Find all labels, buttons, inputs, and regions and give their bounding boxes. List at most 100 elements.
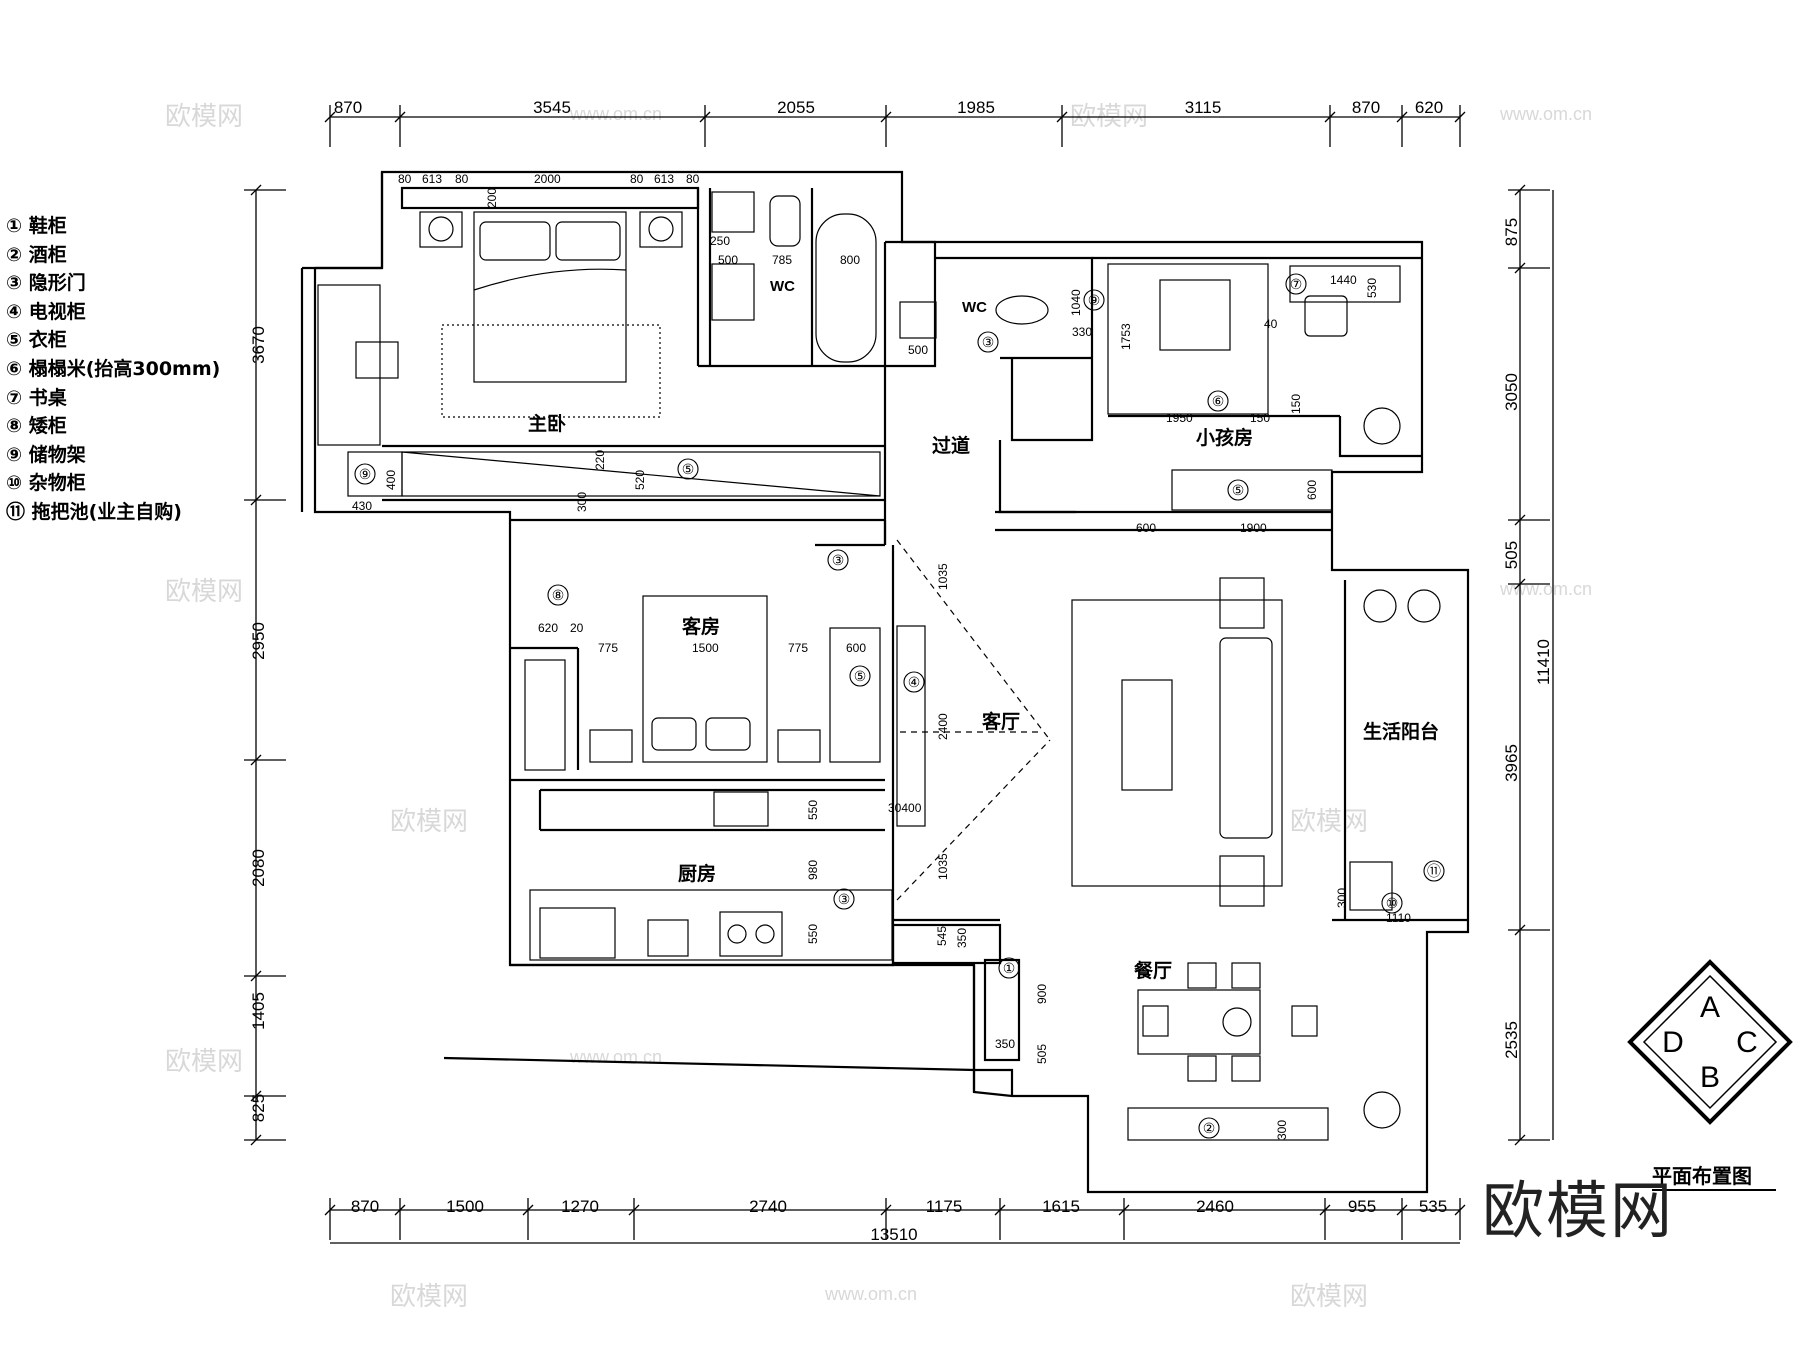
watermark-url: www.om.cn — [1499, 104, 1592, 124]
sink-icon — [899, 301, 937, 339]
tag-utility-cabinet: ⑩ — [1386, 895, 1399, 911]
drawing-caption: 平面布置图 — [1652, 1164, 1752, 1188]
legend-item: ① 鞋柜 — [6, 215, 67, 237]
room-dining: 餐厅 — [1134, 959, 1172, 982]
desk — [1289, 265, 1401, 303]
dim-inner: 500 — [718, 253, 738, 267]
chair-icon — [1231, 962, 1261, 989]
pillow-icon — [555, 221, 621, 261]
dim-inner: 620 — [538, 621, 558, 635]
wardrobe-kids — [1171, 469, 1333, 511]
dim-inner: 350 — [955, 928, 969, 948]
dim-inner: 300 — [575, 492, 589, 512]
room-kitchen: 厨房 — [678, 862, 716, 885]
dim-top: 620 — [1415, 98, 1443, 117]
inner-dimensions: 80 613 80 2000 80 613 80 200 400 220 520… — [352, 172, 1411, 1140]
tag-wine-cabinet: ② — [1203, 1120, 1216, 1136]
storage-rack — [347, 451, 403, 497]
bathtub-icon — [815, 213, 877, 363]
room-wc: WC — [962, 299, 987, 316]
legend-item: ⑧ 矮柜 — [6, 415, 67, 438]
watermark: 欧模网 — [1290, 1282, 1368, 1312]
room-kids: 小孩房 — [1196, 426, 1253, 449]
toy-icon — [1159, 279, 1231, 351]
dim-inner: 613 — [422, 172, 442, 186]
dim-inner: 1440 — [1330, 273, 1357, 287]
dim-inner: 80 — [630, 172, 644, 186]
dim-bottom: 870 — [351, 1197, 379, 1216]
legend-item: ⑪ 拖把池(业主自购) — [6, 500, 182, 523]
rug — [441, 324, 661, 418]
dim-bottom: 2460 — [1196, 1197, 1234, 1216]
dim-inner: 20 — [570, 621, 584, 635]
dim-inner: 150 — [1250, 411, 1270, 425]
top-dimensions: 870 3545 2055 1985 3115 870 620 — [334, 98, 1443, 117]
dim-inner: 2000 — [534, 172, 561, 186]
dim-inner: 1035 — [936, 853, 950, 880]
dim-inner: 250 — [710, 234, 730, 248]
watermark-url: www.om.cn — [824, 1284, 917, 1304]
dim-left: 825 — [249, 1094, 268, 1122]
watermark: 欧模网 — [165, 102, 243, 132]
room-balcony: 生活阳台 — [1363, 720, 1439, 743]
bottom-dimensions: 870 1500 1270 2740 1175 1615 2460 955 53… — [351, 1197, 1447, 1244]
dim-inner: 350 — [995, 1037, 1015, 1051]
legend-item: ⑥ 榻榻米(抬高300mm) — [6, 357, 221, 380]
dim-inner: 900 — [1035, 984, 1049, 1004]
watermark: 欧模网 — [165, 577, 243, 607]
tv-cabinet — [896, 625, 926, 827]
side-table — [1219, 855, 1265, 907]
stove-icon — [719, 911, 783, 957]
dim-inner: 220 — [593, 450, 607, 470]
dim-right-total: 11410 — [1534, 639, 1553, 685]
chair-icon — [1187, 962, 1217, 989]
watermark: 欧模网 — [165, 1047, 243, 1077]
dim-inner: 300 — [1275, 1120, 1289, 1140]
dim-bottom-total: 13510 — [870, 1225, 917, 1244]
chair-icon — [1304, 295, 1348, 337]
dim-inner: 30400 — [888, 801, 922, 815]
watermark-url: www.om.cn — [1499, 579, 1592, 599]
plant-icon — [1363, 407, 1401, 445]
dim-top: 870 — [334, 98, 362, 117]
watermark-url: www.om.cn — [569, 104, 662, 124]
brand-logo: 欧模网 — [1482, 1174, 1675, 1247]
dim-right: 3965 — [1502, 744, 1521, 782]
dim-top: 1985 — [957, 98, 995, 117]
dim-bottom: 1175 — [926, 1197, 963, 1216]
dim-inner: 600 — [1305, 480, 1319, 500]
legend-item: ⑩ 杂物柜 — [6, 472, 86, 495]
left-dimensions: 3670 2950 2080 1405 825 — [249, 326, 268, 1122]
toilet-icon — [769, 195, 801, 247]
dim-inner: 520 — [633, 470, 647, 490]
legend-item: ⑤ 衣柜 — [6, 329, 67, 352]
dim-inner: 785 — [772, 253, 792, 267]
chair-icon — [1187, 1055, 1217, 1082]
right-dimensions: 875 3050 505 3965 2535 11410 — [1502, 218, 1553, 1059]
dim-inner: 600 — [846, 641, 866, 655]
dim-inner: 330 — [1072, 325, 1092, 339]
tag-tatami: ⑥ — [1212, 393, 1225, 409]
dim-inner: 1950 — [1166, 411, 1193, 425]
tag-circles — [354, 273, 1445, 1139]
carpet — [1071, 599, 1283, 887]
dim-bottom: 535 — [1419, 1197, 1447, 1216]
room-corridor: 过道 — [932, 434, 970, 457]
chair-icon — [1142, 1005, 1169, 1037]
dim-inner: 1753 — [1119, 323, 1133, 350]
dim-top: 2055 — [777, 98, 815, 117]
dim-inner: 1500 — [692, 641, 719, 655]
furniture — [317, 191, 1441, 1141]
room-master-bedroom: 主卧 — [528, 413, 566, 435]
watermark: 欧模网 — [390, 807, 468, 837]
plant-icon — [1407, 589, 1441, 623]
room-wc: WC — [770, 278, 795, 295]
tag-storage-rack: ⑨ — [1088, 292, 1101, 308]
legend: ① 鞋柜 ② 酒柜 ③ 隐形门 ④ 电视柜 ⑤ 衣柜 ⑥ 榻榻米(抬高300mm… — [6, 212, 220, 527]
washing-machine-icon — [1349, 861, 1393, 911]
nightstand — [589, 729, 633, 763]
walls — [300, 170, 1470, 1194]
dim-inner: 600 — [1136, 521, 1156, 535]
dim-inner: 430 — [352, 499, 372, 513]
dim-left: 3670 — [249, 326, 268, 364]
